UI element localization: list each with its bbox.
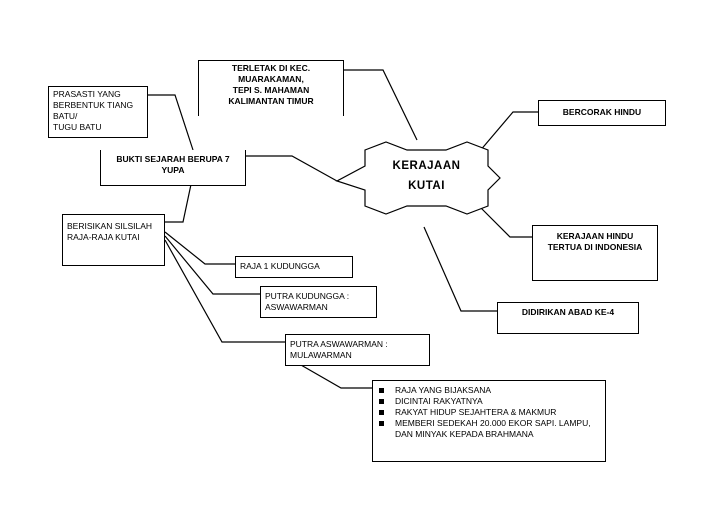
node-silsilah: BERISIKAN SILSILAH RAJA-RAJA KUTAI [62,214,165,266]
trait-item: RAKYAT HIDUP SEJAHTERA & MAKMUR [377,407,601,418]
connector-abad [423,226,497,312]
connector-prasasti [148,94,194,151]
node-traits: RAJA YANG BIJAKSANA DICINTAI RAKYATNYA R… [372,380,606,462]
connector-raja1 [164,231,235,265]
connector-bercorak [478,111,538,153]
connector-putra2 [164,239,285,343]
node-putra2: PUTRA ASWAWARMAN : MULAWARMAN [285,334,430,366]
node-prasasti: PRASASTI YANG BERBENTUK TIANG BATU/ TUGU… [48,86,148,138]
trait-item: DICINTAI RAKYATNYA [377,396,601,407]
trait-item: RAJA YANG BIJAKSANA [377,385,601,396]
node-putra1: PUTRA KUDUNGGA : ASWAWARMAN [260,286,377,318]
connector-silsilah [165,174,194,223]
node-tertua: KERAJAAN HINDU TERTUA DI INDONESIA [532,225,658,281]
connector-bukti [246,155,338,182]
node-bukti: BUKTI SEJARAH BERUPA 7 YUPA [100,150,246,186]
center-star-shape [335,141,501,215]
connector-traits [293,360,372,389]
connector-putra1 [164,235,260,295]
node-abad: DIDIRIKAN ABAD KE-4 [497,302,639,334]
node-terletak: TERLETAK DI KEC. MUARAKAMAN, TEPI S. MAH… [198,60,344,116]
center-title: KERAJAAN KUTAI [392,160,461,192]
connector-tertua [479,206,532,238]
node-bercorak: BERCORAK HINDU [538,100,666,126]
trait-item: MEMBERI SEDEKAH 20.000 EKOR SAPI. LAMPU,… [377,418,601,440]
node-raja1: RAJA 1 KUDUNGGA [235,256,353,278]
connector-terletak [344,69,418,141]
